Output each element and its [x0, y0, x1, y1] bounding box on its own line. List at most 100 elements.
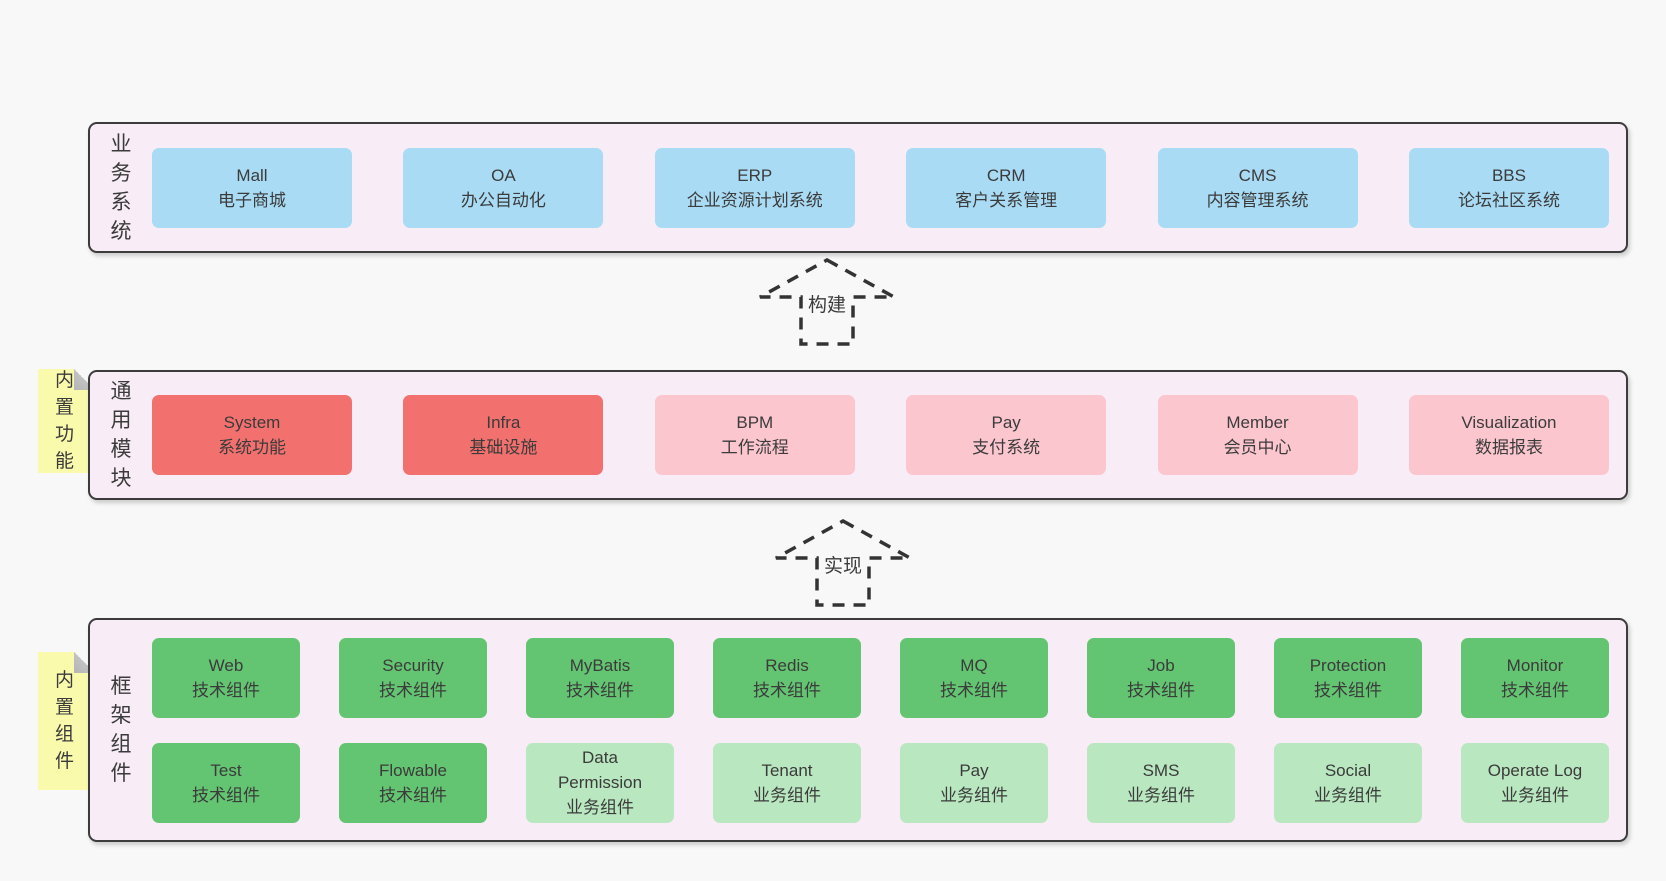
box-title: OA: [491, 165, 516, 185]
box-title: CMS: [1238, 165, 1277, 185]
box-title: Pay: [959, 760, 989, 780]
implement-arrow: 实现: [773, 518, 913, 608]
box-subtitle: 基础设施: [469, 438, 538, 457]
box-title: Protection: [1309, 655, 1387, 675]
box-title: Security: [382, 655, 444, 675]
box-redis: Redis 技术组件: [713, 637, 861, 718]
box-subtitle: 技术组件: [1314, 680, 1382, 700]
arrow-label: 构建: [803, 289, 851, 318]
box-subtitle: 数据报表: [1474, 438, 1543, 457]
box-title: BBS: [1491, 165, 1526, 185]
box-flowable: Flowable 技术组件: [339, 742, 487, 823]
box-subtitle: 会员中心: [1223, 438, 1292, 457]
box-title: Operate Log: [1487, 760, 1583, 780]
box-title: Infra: [486, 413, 521, 432]
box-title: MyBatis: [569, 655, 631, 675]
box-web: Web 技术组件: [152, 637, 300, 718]
box-title: Tenant: [761, 760, 813, 780]
box-job: Job 技术组件: [1087, 637, 1235, 718]
box-pay: Pay 业务组件: [900, 742, 1048, 823]
box-title: Mall: [236, 165, 268, 185]
box-title: Job: [1147, 655, 1175, 675]
box-member: Member 会员中心: [1157, 395, 1358, 475]
layer-side-label: 框 架 组 件: [90, 620, 152, 840]
sticky-note-builtin-features: 内 置 功 能: [38, 369, 95, 473]
box-system: System 系统功能: [152, 395, 352, 475]
box-infra: Infra 基础设施: [403, 395, 604, 475]
box-title: Member: [1226, 413, 1289, 432]
box-oa: OA 办公自动化: [403, 147, 604, 228]
box-subtitle: 电子商城: [218, 190, 286, 210]
box-title: System: [223, 413, 281, 432]
box-subtitle: 技术组件: [753, 680, 821, 700]
box-subtitle: 企业资源计划系统: [686, 190, 823, 210]
box-mall: Mall 电子商城: [152, 147, 352, 228]
box-title: Data Permission: [557, 748, 643, 792]
box-mybatis: MyBatis 技术组件: [526, 637, 674, 718]
box-title: Web: [208, 655, 244, 675]
box-title: BPM: [736, 413, 774, 432]
layer-side-label-text: 框 架 组 件: [110, 675, 132, 785]
box-operate-log: Operate Log 业务组件: [1461, 742, 1609, 823]
box-subtitle: 业务组件: [1314, 785, 1382, 805]
box-title: Test: [210, 760, 242, 780]
box-subtitle: 业务组件: [1127, 785, 1195, 805]
layer-side-label: 业 务 系 统: [90, 124, 152, 251]
box-erp: ERP 企业资源计划系统: [654, 147, 855, 228]
sticky-note-label: 内 置 组 件: [54, 670, 74, 772]
up-block-arrow-icon: [775, 519, 911, 607]
box-test: Test 技术组件: [152, 742, 300, 823]
box-subtitle: 业务组件: [940, 785, 1008, 805]
layer-side-label: 通 用 模 块: [90, 372, 152, 498]
box-bpm: BPM 工作流程: [654, 395, 855, 475]
box-title: Monitor: [1506, 655, 1564, 675]
box-tenant: Tenant 业务组件: [713, 742, 861, 823]
build-arrow: 构建: [757, 257, 897, 347]
box-subtitle: 工作流程: [720, 438, 789, 457]
layer-side-label-text: 业 务 系 统: [110, 132, 132, 243]
box-title: ERP: [737, 165, 773, 185]
layer-side-label-text: 通 用 模 块: [110, 380, 132, 490]
box-subtitle: 业务组件: [753, 785, 821, 805]
box-subtitle: 技术组件: [379, 785, 447, 805]
box-title: Redis: [765, 655, 809, 675]
box-subtitle: 技术组件: [566, 680, 634, 700]
box-subtitle: 支付系统: [972, 438, 1041, 457]
box-subtitle: 技术组件: [379, 680, 447, 700]
box-subtitle: 业务组件: [1501, 785, 1569, 805]
box-subtitle: 论坛社区系统: [1457, 190, 1560, 210]
box-visualization: Visualization 数据报表: [1408, 395, 1609, 475]
box-subtitle: 技术组件: [1127, 680, 1195, 700]
box-subtitle: 系统功能: [218, 438, 286, 457]
box-title: Flowable: [378, 760, 448, 780]
box-subtitle: 技术组件: [940, 680, 1008, 700]
arrow-label: 实现: [819, 550, 867, 579]
box-title: SMS: [1142, 760, 1180, 780]
box-security: Security 技术组件: [339, 637, 487, 718]
box-subtitle: 办公自动化: [460, 190, 546, 210]
up-block-arrow-icon: [759, 258, 895, 346]
box-subtitle: 业务组件: [566, 798, 634, 817]
box-title: Social: [1324, 760, 1372, 780]
box-title: Visualization: [1461, 413, 1557, 432]
box-sms: SMS 业务组件: [1087, 742, 1235, 823]
box-subtitle: 技术组件: [192, 785, 260, 805]
sticky-note-builtin-components: 内 置 组 件: [38, 652, 95, 790]
box-subtitle: 技术组件: [192, 680, 260, 700]
box-bbs: BBS 论坛社区系统: [1408, 147, 1609, 228]
box-social: Social 业务组件: [1274, 742, 1422, 823]
